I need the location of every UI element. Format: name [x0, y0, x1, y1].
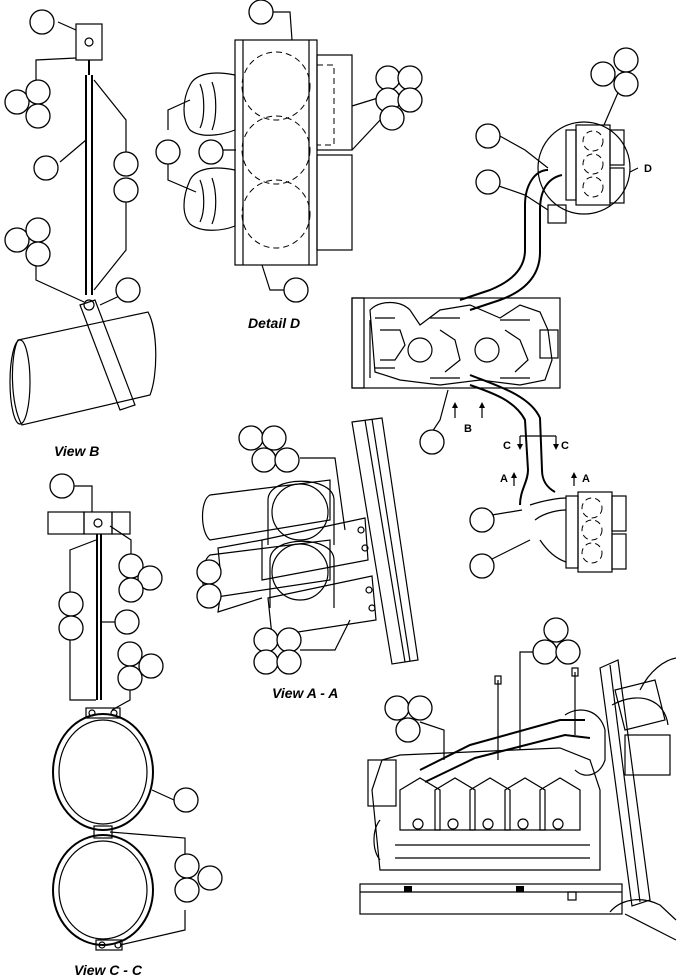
- callout-balloon: [197, 865, 223, 891]
- callout-balloon: [555, 639, 581, 665]
- callout-balloon: [196, 559, 222, 585]
- callout-balloon: [253, 627, 279, 653]
- callout-balloon: [173, 787, 199, 813]
- callout-balloon: [248, 0, 274, 25]
- callout-balloon: [276, 649, 302, 675]
- callout-balloon: [174, 877, 200, 903]
- callout-balloon: [25, 241, 51, 267]
- callout-balloon: [395, 717, 421, 743]
- engine-plan-view: B C C A A D: [351, 47, 652, 579]
- section-a-right-label: A: [582, 473, 590, 485]
- callout-balloon: [475, 123, 501, 149]
- callout-balloon: [155, 139, 181, 165]
- view-c-c-title: View C - C: [74, 962, 143, 978]
- engine-side-view: [359, 617, 677, 941]
- callout-balloon: [174, 853, 200, 879]
- section-a-left-label: A: [500, 473, 508, 485]
- callout-balloon: [58, 615, 84, 641]
- view-c-c: View C - C: [47, 473, 223, 978]
- callout-balloon: [198, 139, 224, 165]
- callout-balloon: [543, 617, 569, 643]
- callout-balloon: [384, 695, 410, 721]
- callout-balloon: [469, 553, 495, 579]
- callout-balloon: [114, 609, 140, 635]
- callout-balloon: [613, 71, 639, 97]
- callout-balloon: [117, 641, 143, 667]
- callout-balloon: [274, 447, 300, 473]
- callout-balloon: [138, 653, 164, 679]
- callout-balloon: [58, 591, 84, 617]
- section-b-label: B: [464, 423, 472, 435]
- callout-balloon: [25, 217, 51, 243]
- callout-balloon: [375, 65, 401, 91]
- detail-d: Detail D: [155, 0, 423, 331]
- view-a-a-title: View A - A: [272, 685, 338, 701]
- detail-d-title: Detail D: [248, 315, 300, 331]
- callout-balloon: [253, 649, 279, 675]
- callout-balloon: [196, 583, 222, 609]
- callout-balloon: [532, 639, 558, 665]
- callout-balloon: [397, 65, 423, 91]
- view-b: View B: [4, 9, 157, 459]
- callout-balloon: [117, 665, 143, 691]
- callout-balloon: [276, 627, 302, 653]
- callout-balloon: [118, 577, 144, 603]
- callout-balloon: [379, 105, 405, 131]
- callout-balloon: [4, 89, 30, 115]
- callout-balloon: [397, 87, 423, 113]
- view-b-title: View B: [54, 443, 99, 459]
- callout-balloon: [469, 507, 495, 533]
- callout-balloon: [4, 227, 30, 253]
- callout-balloon: [29, 9, 55, 35]
- section-d-label: D: [644, 163, 652, 175]
- callout-balloon: [49, 473, 75, 499]
- callout-balloon: [590, 61, 616, 87]
- callout-balloon: [475, 169, 501, 195]
- callout-balloon: [419, 429, 445, 455]
- callout-balloon: [261, 425, 287, 451]
- callout-balloon: [407, 695, 433, 721]
- callout-balloon: [137, 565, 163, 591]
- section-c-left-label: C: [503, 440, 511, 452]
- callout-balloon: [25, 103, 51, 129]
- callout-balloon: [115, 277, 141, 303]
- callout-balloon: [613, 47, 639, 73]
- section-c-right-label: C: [561, 440, 569, 452]
- callout-balloon: [33, 155, 59, 181]
- callout-balloon: [113, 177, 139, 203]
- callout-balloon: [283, 277, 309, 303]
- view-a-a: View A - A: [196, 417, 419, 701]
- callout-balloon: [251, 447, 277, 473]
- callout-balloon: [238, 425, 264, 451]
- callout-balloon: [25, 79, 51, 105]
- callout-balloon: [113, 151, 139, 177]
